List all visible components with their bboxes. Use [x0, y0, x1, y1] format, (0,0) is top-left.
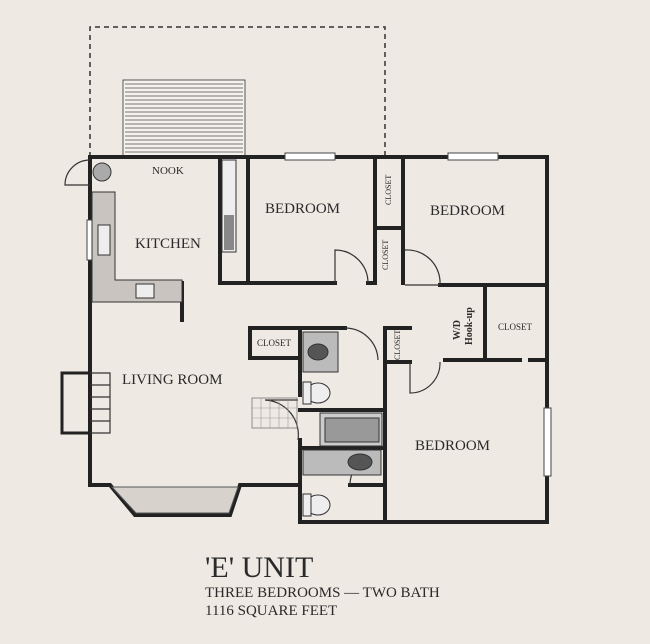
- label-nook: NOOK: [152, 165, 184, 177]
- window: [447, 152, 499, 161]
- window: [284, 152, 336, 161]
- window: [543, 407, 552, 477]
- label-living-room: LIVING ROOM: [122, 372, 222, 388]
- label-closet-3: CLOSET: [384, 175, 393, 205]
- water-heater: [92, 162, 112, 182]
- unit-title: 'E' UNIT: [205, 551, 314, 584]
- entry-tile: [251, 397, 298, 429]
- label-closet-2: CLOSET: [498, 322, 533, 332]
- kitchen-counter: [91, 159, 237, 303]
- unit-description: THREE BEDROOMS — TWO BATH: [205, 585, 440, 601]
- label-closet-1: CLOSET: [257, 338, 292, 348]
- deck-outline: [89, 26, 386, 157]
- bath-fixtures: [302, 331, 383, 517]
- label-bedroom-3: BEDROOM: [415, 438, 490, 454]
- label-wd-hookup: Hook-up: [464, 307, 475, 345]
- unit-area: 1116 SQUARE FEET: [205, 603, 338, 619]
- deck-stairs: [122, 79, 246, 158]
- label-wd: W/D: [452, 320, 463, 340]
- bay-window: [110, 486, 239, 514]
- label-closet-4: CLOSET: [381, 240, 390, 270]
- label-bedroom-1: BEDROOM: [265, 201, 340, 217]
- label-kitchen: KITCHEN: [135, 236, 201, 252]
- label-bedroom-2: BEDROOM: [430, 203, 505, 219]
- label-closet-5: CLOSET: [393, 330, 402, 360]
